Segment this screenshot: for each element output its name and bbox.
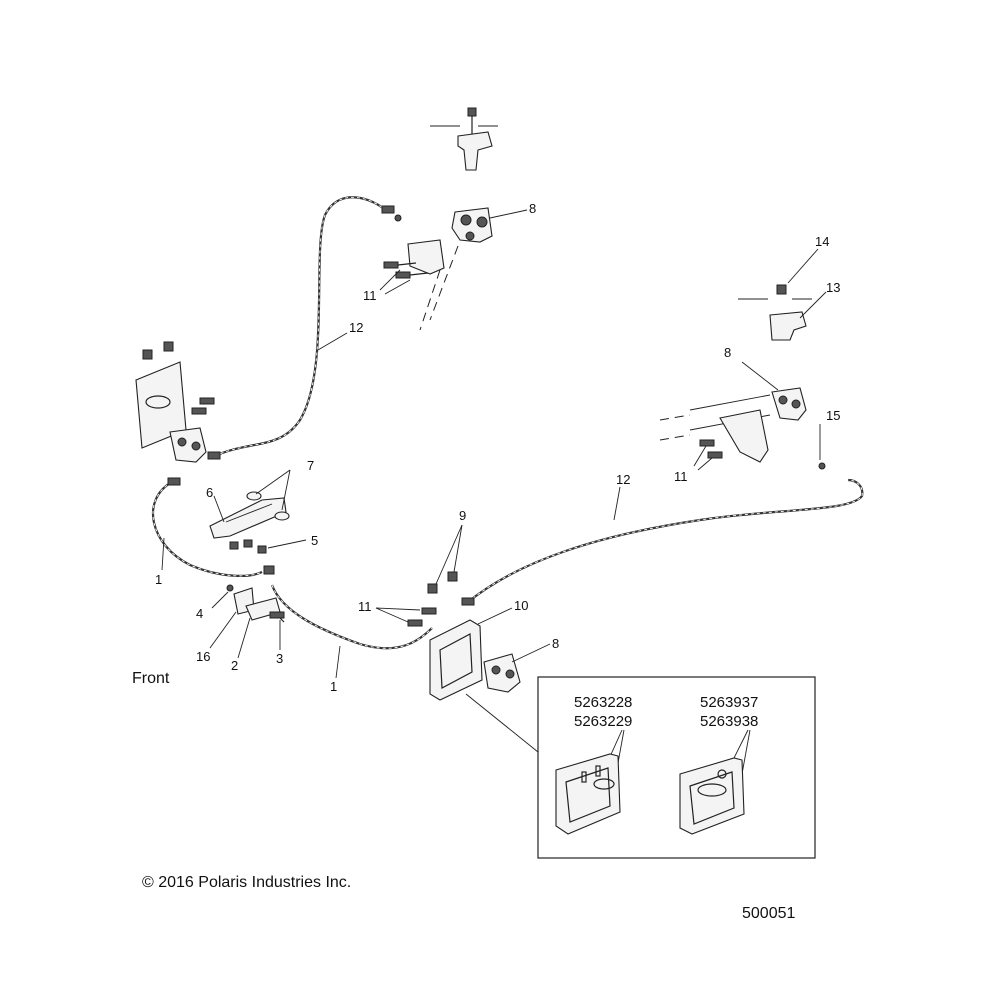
callout-11: 11	[363, 288, 377, 303]
callout-12: 12	[616, 472, 630, 487]
inset-part-number: 5263228	[574, 694, 632, 711]
callout-1: 1	[330, 679, 337, 694]
lower-left-bracket	[226, 565, 285, 623]
copyright-notice: © 2016 Polaris Industries Inc.	[142, 874, 351, 891]
callout-10: 10	[514, 598, 528, 613]
callout-16: 16	[196, 649, 210, 664]
callout-1: 1	[155, 572, 162, 587]
callout-13: 13	[826, 280, 840, 295]
callout-11: 11	[358, 599, 372, 614]
inset-part-number: 5263229	[574, 713, 632, 730]
callout-2: 2	[231, 658, 238, 673]
callout-8: 8	[529, 201, 536, 216]
lower-caliper-assembly	[483, 653, 521, 693]
callout-6: 6	[206, 485, 213, 500]
right-upper-bracket	[738, 284, 812, 341]
inset-box: 5263228 5263229 5263937 5263938	[537, 676, 816, 859]
figure-number: 500051	[742, 905, 795, 922]
callout-15: 15	[826, 408, 840, 423]
parking-lever	[209, 491, 290, 539]
callout-7: 7	[307, 458, 314, 473]
right-caliper-assembly	[659, 387, 807, 463]
callout-14: 14	[815, 234, 829, 249]
callout-9: 9	[459, 508, 466, 523]
callout-3: 3	[276, 651, 283, 666]
top-center-bracket	[430, 107, 498, 171]
callout-4: 4	[196, 606, 203, 621]
bolts-5	[229, 539, 267, 554]
left-caliper-assembly	[135, 341, 215, 463]
upper-caliper-assembly	[383, 207, 493, 331]
callout-12: 12	[349, 320, 363, 335]
leader-lines	[161, 209, 827, 753]
callout-8: 8	[552, 636, 559, 651]
brake-cables	[151, 196, 864, 650]
callout-8: 8	[724, 345, 731, 360]
callout-numbers: 8 11 12 14 13 8 15 11 12 7 6 5 1 9 11 10…	[155, 201, 840, 694]
inset-part-number: 5263937	[700, 694, 758, 711]
center-bracket-10	[407, 571, 483, 701]
inset-part-number: 5263938	[700, 713, 758, 730]
front-label: Front	[132, 670, 170, 687]
callout-11: 11	[674, 469, 688, 484]
callout-5: 5	[311, 533, 318, 548]
